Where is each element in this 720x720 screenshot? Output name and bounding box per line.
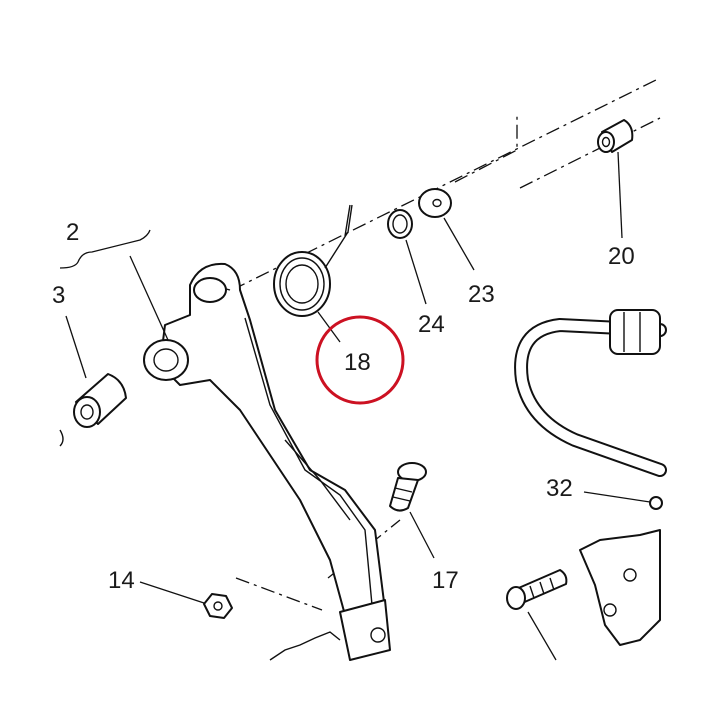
group-bracket — [59, 229, 151, 269]
caliper-bracket-part — [579, 496, 663, 646]
callout-label-17: 17 — [432, 567, 459, 594]
brake-pedal-lever — [143, 262, 391, 661]
pivot-bolt-part — [389, 462, 427, 512]
callout-label-3: 3 — [52, 282, 65, 309]
nut-part — [203, 593, 233, 619]
assembly-axis-lines — [231, 77, 661, 611]
bushing-part — [59, 373, 127, 447]
callout-label-20: 20 — [608, 243, 635, 270]
highlight-circle — [315, 315, 405, 405]
spacer-part — [597, 119, 634, 153]
callout-label-24: 24 — [418, 311, 445, 338]
brake-line-part — [514, 309, 667, 477]
callout-label-14: 14 — [108, 567, 135, 594]
callout-label-32: 32 — [546, 475, 573, 502]
callout-leaders — [65, 151, 651, 661]
washer-part — [418, 188, 452, 218]
callout-label-2: 2 — [66, 219, 79, 246]
callout-label-18: 18 — [344, 349, 371, 376]
torsion-spring-part — [273, 204, 353, 317]
mounting-bolt-part — [506, 569, 568, 610]
callout-label-23: 23 — [468, 281, 495, 308]
o-ring-part — [387, 209, 413, 239]
